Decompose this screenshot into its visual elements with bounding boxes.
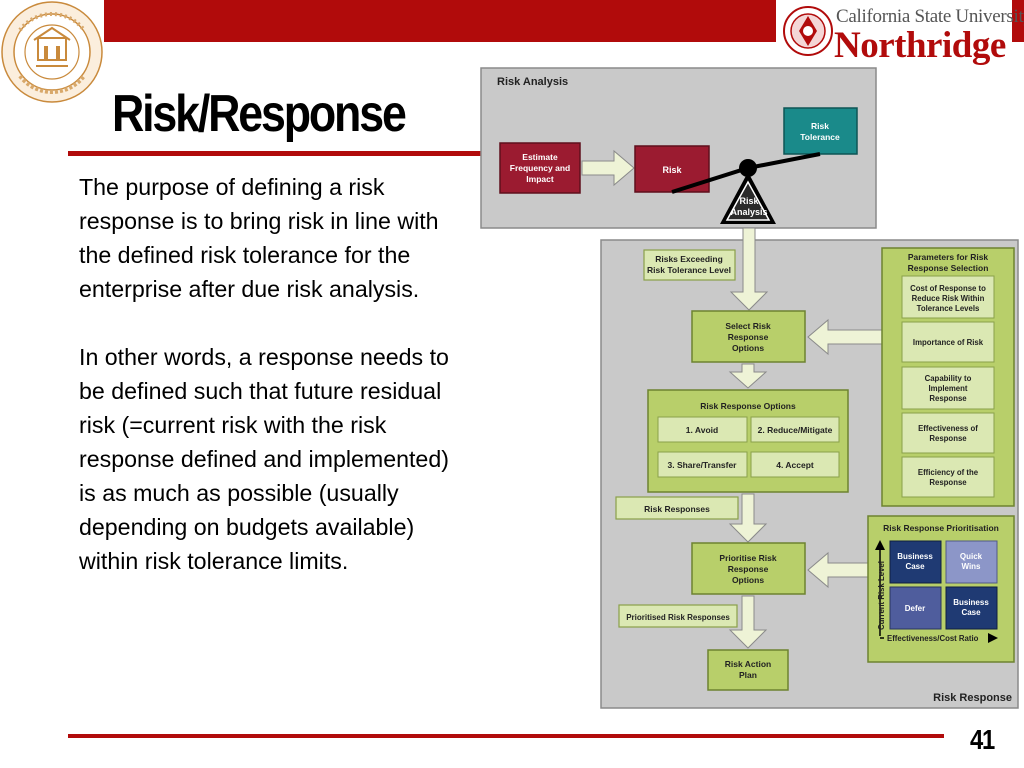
risk-response-panel-title: Risk Response xyxy=(933,692,1012,704)
svg-text:Estimate: Estimate xyxy=(522,152,558,162)
svg-text:Case: Case xyxy=(961,608,981,617)
risk-response-options-box: Risk Response Options 1. Avoid 2. Reduce… xyxy=(647,389,849,493)
risk-response-diagram: Risk Analysis Estimate Frequency and Imp… xyxy=(480,67,1019,709)
svg-text:Plan: Plan xyxy=(739,670,757,680)
risk-tolerance-box: Risk Tolerance xyxy=(783,107,858,155)
balance-pivot xyxy=(739,159,757,177)
svg-text:Prioritised Risk Responses: Prioritised Risk Responses xyxy=(626,613,730,622)
risk-analysis-panel-title: Risk Analysis xyxy=(497,76,568,88)
svg-text:Reduce Risk Within: Reduce Risk Within xyxy=(912,294,985,303)
body-paragraph-1: The purpose of defining a risk response … xyxy=(79,174,439,302)
svg-text:Case: Case xyxy=(905,562,925,571)
svg-text:Risk Tolerance Level: Risk Tolerance Level xyxy=(647,265,731,275)
svg-text:Effectiveness of: Effectiveness of xyxy=(918,424,978,433)
svg-text:Analysis: Analysis xyxy=(730,207,767,217)
svg-text:Response: Response xyxy=(929,394,967,403)
option-reduce: 2. Reduce/Mitigate xyxy=(758,425,833,435)
svg-text:Quick: Quick xyxy=(960,552,983,561)
svg-text:Options: Options xyxy=(732,343,764,353)
slide-body: The purpose of defining a risk response … xyxy=(79,170,471,612)
y-axis-label: Current Risk Level xyxy=(877,561,886,630)
svg-text:Importance of Risk: Importance of Risk xyxy=(913,338,984,347)
arrow-estimate-to-risk xyxy=(581,149,635,187)
csun-seal-icon xyxy=(783,6,833,56)
svg-text:Risk Response Prioritisation: Risk Response Prioritisation xyxy=(883,523,999,533)
page-number: 41 xyxy=(970,724,995,755)
svg-text:Tolerance Levels: Tolerance Levels xyxy=(917,304,980,313)
svg-text:Response Selection: Response Selection xyxy=(908,263,989,273)
body-paragraph-2: In other words, a response needs to be d… xyxy=(79,344,449,574)
svg-text:Risk Response Options: Risk Response Options xyxy=(700,401,796,411)
svg-text:Efficiency of the: Efficiency of the xyxy=(918,468,979,477)
svg-text:Business: Business xyxy=(897,552,933,561)
prioritised-responses-label: Prioritised Risk Responses xyxy=(618,604,738,628)
risk-responses-label: Risk Responses xyxy=(615,496,739,520)
svg-text:Defer: Defer xyxy=(905,604,925,613)
svg-text:Tolerance: Tolerance xyxy=(800,132,840,142)
risk-action-plan-box: Risk Action Plan xyxy=(707,649,789,691)
csun-name-line1: California State University xyxy=(836,6,1024,27)
svg-text:Capability to: Capability to xyxy=(925,374,972,383)
svg-text:Risk Action: Risk Action xyxy=(725,659,771,669)
top-accent-bar-right xyxy=(1012,0,1024,42)
risks-exceeding-label: Risks Exceeding Risk Tolerance Level xyxy=(643,249,736,281)
svg-text:Options: Options xyxy=(732,575,764,585)
svg-text:Prioritise Risk: Prioritise Risk xyxy=(719,553,776,563)
svg-text:Risk: Risk xyxy=(662,165,682,175)
svg-text:Response: Response xyxy=(929,478,967,487)
risk-analysis-fulcrum: Risk Analysis xyxy=(720,172,776,224)
prioritisation-panel: Risk Response Prioritisation Current Ris… xyxy=(867,515,1015,663)
arrow-options-to-prioritise xyxy=(728,493,768,543)
top-accent-bar xyxy=(104,0,776,42)
svg-text:Risk Responses: Risk Responses xyxy=(644,504,710,514)
arrow-parameters-to-select xyxy=(807,318,883,356)
prioritise-response-options-box: Prioritise Risk Response Options xyxy=(691,542,806,595)
arrow-prioritisation-to-prioritise xyxy=(807,551,869,589)
option-accept: 4. Accept xyxy=(776,460,814,470)
option-share: 3. Share/Transfer xyxy=(668,460,738,470)
parameters-panel: Parameters for Risk Response Selection C… xyxy=(881,247,1015,507)
svg-text:Implement: Implement xyxy=(929,384,968,393)
svg-text:Select Risk: Select Risk xyxy=(725,321,771,331)
svg-text:Risk: Risk xyxy=(739,196,759,206)
svg-text:Risks Exceeding: Risks Exceeding xyxy=(655,254,723,264)
footer-rule xyxy=(68,734,944,738)
svg-text:Risk: Risk xyxy=(811,121,829,131)
estimate-frequency-box: Estimate Frequency and Impact xyxy=(499,142,581,194)
university-seal-logo xyxy=(1,1,103,103)
slide-title: Risk/Response xyxy=(112,85,407,143)
svg-text:Response: Response xyxy=(728,564,769,574)
option-avoid: 1. Avoid xyxy=(686,425,718,435)
csun-name-line2: Northridge xyxy=(834,25,1006,66)
arrow-prioritise-to-action xyxy=(728,595,768,649)
svg-text:Parameters for Risk: Parameters for Risk xyxy=(908,252,989,262)
risk-analysis-panel: Risk Analysis Estimate Frequency and Imp… xyxy=(480,67,877,229)
svg-text:Impact: Impact xyxy=(526,174,554,184)
arrow-select-to-options xyxy=(728,363,768,389)
svg-text:Response: Response xyxy=(728,332,769,342)
svg-text:Frequency and: Frequency and xyxy=(510,163,570,173)
arrow-analysis-to-select xyxy=(729,227,769,311)
x-axis-label: Effectiveness/Cost Ratio xyxy=(887,634,979,643)
title-underline xyxy=(68,151,482,156)
svg-text:Business: Business xyxy=(953,598,989,607)
svg-text:Wins: Wins xyxy=(961,562,981,571)
risk-response-panel: Risk Response Risks Exceeding Risk Toler… xyxy=(600,227,1019,709)
svg-text:Response: Response xyxy=(929,434,967,443)
svg-text:Cost of Response to: Cost of Response to xyxy=(910,284,986,293)
select-response-options-box: Select Risk Response Options xyxy=(691,310,806,363)
